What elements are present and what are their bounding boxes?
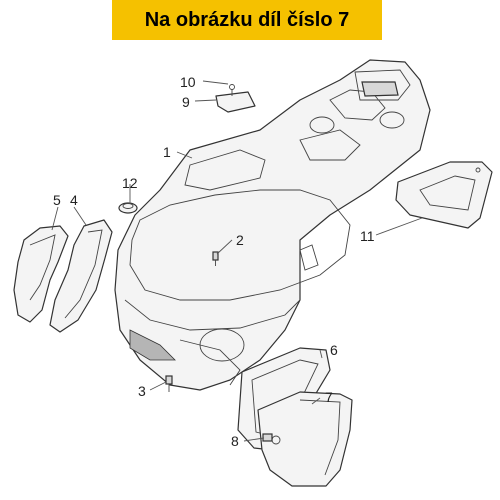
banner-text: Na obrázku díl číslo 7 xyxy=(144,8,350,31)
part-12-grommet xyxy=(118,202,138,214)
part-4-side-panel xyxy=(49,219,113,333)
part-5-side-panel xyxy=(13,225,69,323)
leader-lines xyxy=(51,80,423,442)
part-3-screw xyxy=(165,375,173,392)
callout-1: 1 xyxy=(163,144,171,160)
callout-2: 2 xyxy=(236,232,244,248)
callout-5: 5 xyxy=(53,192,61,208)
callout-8: 8 xyxy=(231,433,239,449)
part-2-screw xyxy=(212,251,219,266)
part-8-latch xyxy=(262,433,273,442)
callout-7: 7 xyxy=(325,389,333,405)
part-7-door xyxy=(257,391,353,487)
part-9-bracket xyxy=(215,84,256,113)
callout-12: 12 xyxy=(122,175,138,191)
part-11-cover-plate xyxy=(395,161,493,229)
callout-9: 9 xyxy=(182,94,190,110)
callout-10: 10 xyxy=(180,74,196,90)
part-1-helmet-compartment xyxy=(114,59,431,391)
callout-6: 6 xyxy=(330,342,338,358)
callout-11: 11 xyxy=(360,228,375,244)
highlight-banner: Na obrázku díl číslo 7 xyxy=(112,0,382,40)
callout-4: 4 xyxy=(70,192,78,208)
callout-3: 3 xyxy=(138,383,146,399)
